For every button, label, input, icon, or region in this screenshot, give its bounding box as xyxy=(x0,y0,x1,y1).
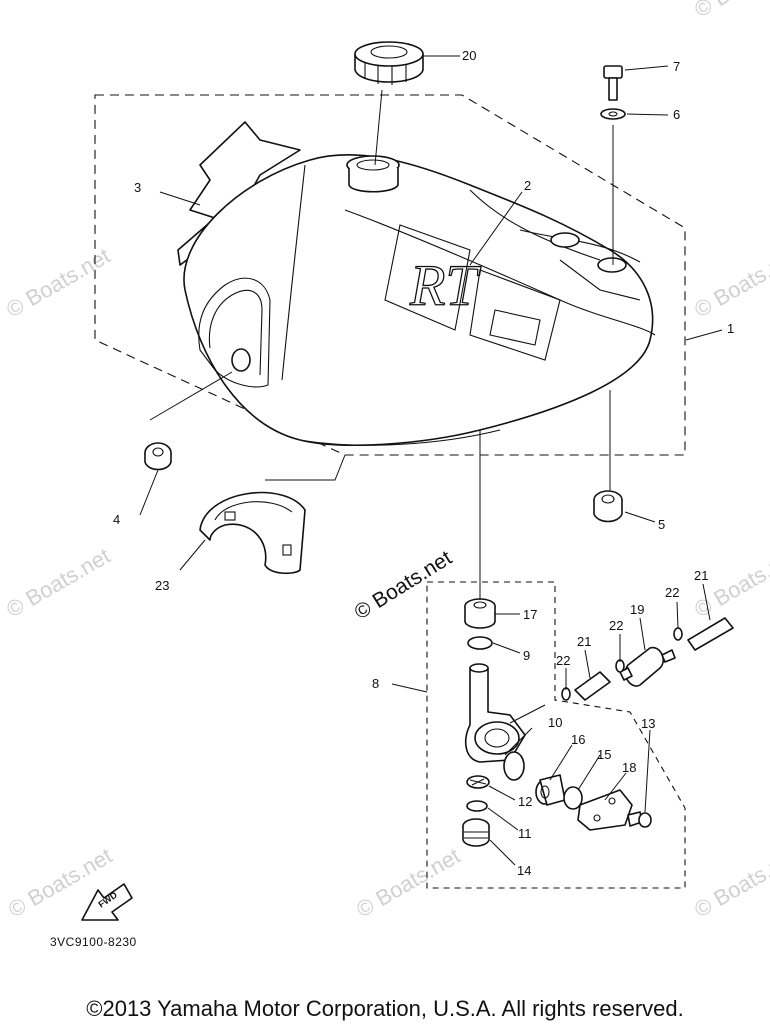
callout-2: 2 xyxy=(524,178,531,193)
callout-4: 4 xyxy=(113,512,120,527)
watermark-main: © Boats.net xyxy=(350,546,456,624)
fuel-cock-strainer-cup xyxy=(462,818,490,847)
callout-1: 1 xyxy=(727,321,734,336)
callout-21a: 21 xyxy=(577,634,591,649)
tank-assembly-boundary xyxy=(94,94,686,456)
fuel-tank: RT xyxy=(183,154,656,447)
bolt xyxy=(603,65,623,101)
svg-text:© Boats.net: © Boats.net xyxy=(352,843,464,922)
fuel-cock-body xyxy=(464,663,546,763)
callout-9: 9 xyxy=(523,648,530,663)
fuel-cock-assembly-boundary xyxy=(426,581,686,889)
svg-text:© Boats.net: © Boats.net xyxy=(2,243,114,322)
callout-22b: 22 xyxy=(609,618,623,633)
fuel-cock-gasket xyxy=(503,751,525,781)
svg-text:© Boats.net: © Boats.net xyxy=(690,0,770,22)
tank-emblem: RT xyxy=(409,253,481,318)
filler-neck xyxy=(346,155,400,193)
callout-18: 18 xyxy=(622,760,636,775)
callout-8: 8 xyxy=(372,676,379,691)
callout-23: 23 xyxy=(155,578,169,593)
washer xyxy=(600,108,626,120)
callout-13: 13 xyxy=(641,716,655,731)
fuel-hose-long xyxy=(687,617,734,651)
fuel-cock-plate xyxy=(577,789,633,831)
callout-10: 10 xyxy=(548,715,562,730)
fuel-cock-wave-washer xyxy=(563,786,583,810)
callout-6: 6 xyxy=(673,107,680,122)
tank-band xyxy=(199,491,306,575)
fuel-cap xyxy=(354,41,424,85)
tank-mount-grommet xyxy=(597,257,627,273)
callout-22a: 22 xyxy=(556,653,570,668)
damper-front xyxy=(144,442,172,471)
fuel-cock-o-ring xyxy=(466,800,488,812)
watermark-faint: © Boats.net © Boats.net © Boats.net © Bo… xyxy=(2,0,770,922)
copyright-footer: ©2013 Yamaha Motor Corporation, U.S.A. A… xyxy=(86,996,684,1021)
callout-16: 16 xyxy=(571,732,585,747)
damper-rear xyxy=(593,490,623,523)
svg-text:© Boats.net: © Boats.net xyxy=(690,243,770,322)
callout-20: 20 xyxy=(462,48,476,63)
fuel-cock-nut xyxy=(464,598,496,629)
fuel-cock-filter xyxy=(466,775,490,789)
tank-mount-cup xyxy=(550,232,580,248)
callout-22c: 22 xyxy=(665,585,679,600)
fuel-cock-screw xyxy=(627,811,652,828)
callout-3: 3 xyxy=(134,180,141,195)
fuel-filter xyxy=(619,646,676,687)
callout-labels: 20 7 6 3 2 1 4 5 23 17 9 8 10 16 15 18 1… xyxy=(113,48,734,878)
fuel-cock-lever xyxy=(535,774,566,806)
callout-21b: 21 xyxy=(694,568,708,583)
callout-15: 15 xyxy=(597,747,611,762)
callout-14: 14 xyxy=(517,863,531,878)
callout-11: 11 xyxy=(518,826,532,841)
fwd-arrow-icon: FWD xyxy=(81,883,133,921)
svg-text:© Boats.net: © Boats.net xyxy=(690,843,770,922)
leader-lines xyxy=(139,55,723,866)
drawing-code: 3VC9100-8230 xyxy=(50,935,137,949)
callout-19: 19 xyxy=(630,602,644,617)
fuel-cock-washer xyxy=(467,636,493,650)
callout-5: 5 xyxy=(658,517,665,532)
fuel-hose-short xyxy=(574,671,611,701)
callout-17: 17 xyxy=(523,607,537,622)
callout-7: 7 xyxy=(673,59,680,74)
svg-text:© Boats.net: © Boats.net xyxy=(2,543,114,622)
callout-12: 12 xyxy=(518,794,532,809)
hose-clip-3 xyxy=(673,627,683,641)
tank-front-grommet-boss xyxy=(231,348,251,372)
